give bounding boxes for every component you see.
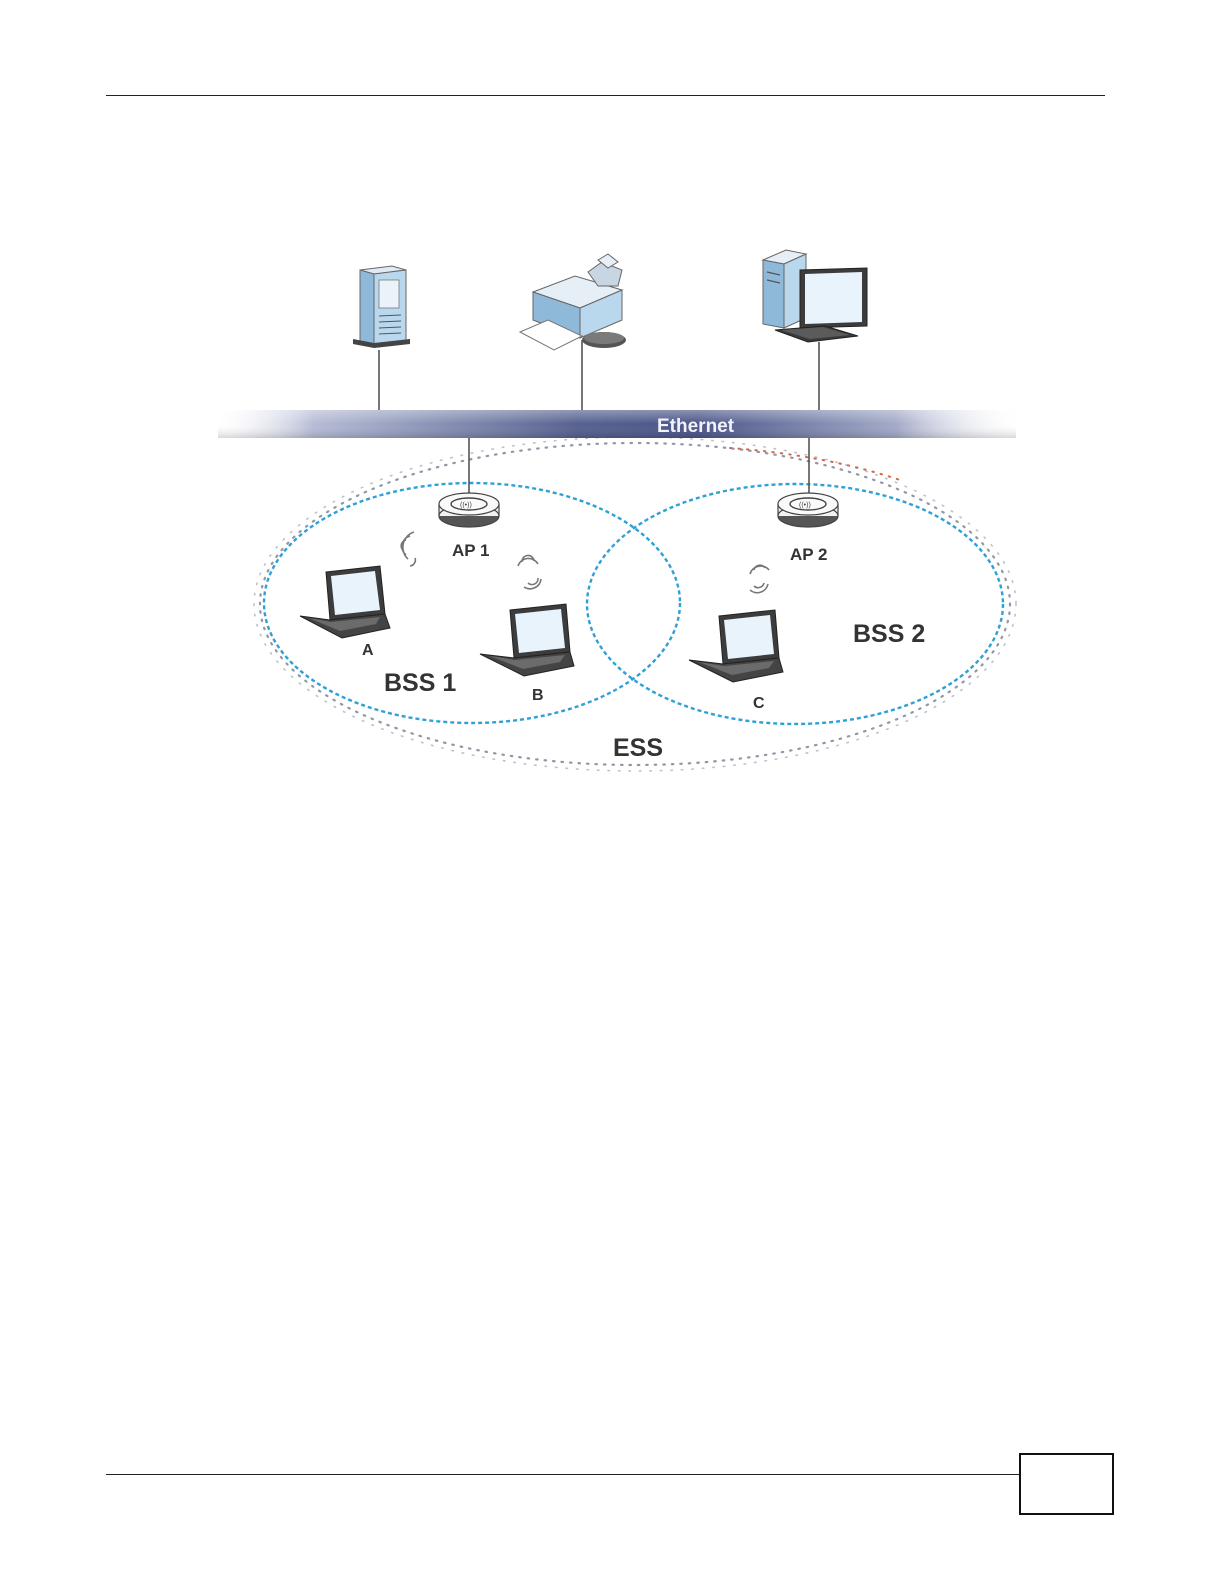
laptop-icon <box>480 604 574 676</box>
station-c-label: C <box>753 695 765 712</box>
svg-text:((•)): ((•)) <box>460 502 472 509</box>
bss-2-label: BSS 2 <box>853 620 925 648</box>
svg-text:((•)): ((•)) <box>799 502 811 509</box>
laptop-icon <box>689 610 783 682</box>
ap-2-label: AP 2 <box>790 545 828 564</box>
wireless-signal-icon <box>518 555 541 588</box>
station-b-label: B <box>532 687 544 704</box>
footer-rule <box>106 1474 1020 1475</box>
station-a-label: A <box>362 642 374 659</box>
ethernet-backbone: Ethernet <box>218 410 1016 438</box>
access-point-icon: ((•)) <box>439 493 499 527</box>
access-point-icon: ((•)) <box>778 493 838 527</box>
ethernet-label: Ethernet <box>657 416 735 437</box>
bss-1-label: BSS 1 <box>384 669 456 697</box>
printer-icon <box>520 254 626 350</box>
header-rule <box>106 95 1105 96</box>
page-number-box <box>1019 1453 1114 1515</box>
ess-label: ESS <box>613 734 663 762</box>
ap-1-label: AP 1 <box>452 541 490 560</box>
wireless-signal-icon <box>401 532 415 566</box>
laptop-icon <box>300 566 390 638</box>
server-icon <box>353 266 410 348</box>
desktop-computer-icon <box>763 250 867 342</box>
wireless-ess-diagram: Ethernet <box>210 240 1020 785</box>
wireless-signal-icon <box>750 565 769 593</box>
